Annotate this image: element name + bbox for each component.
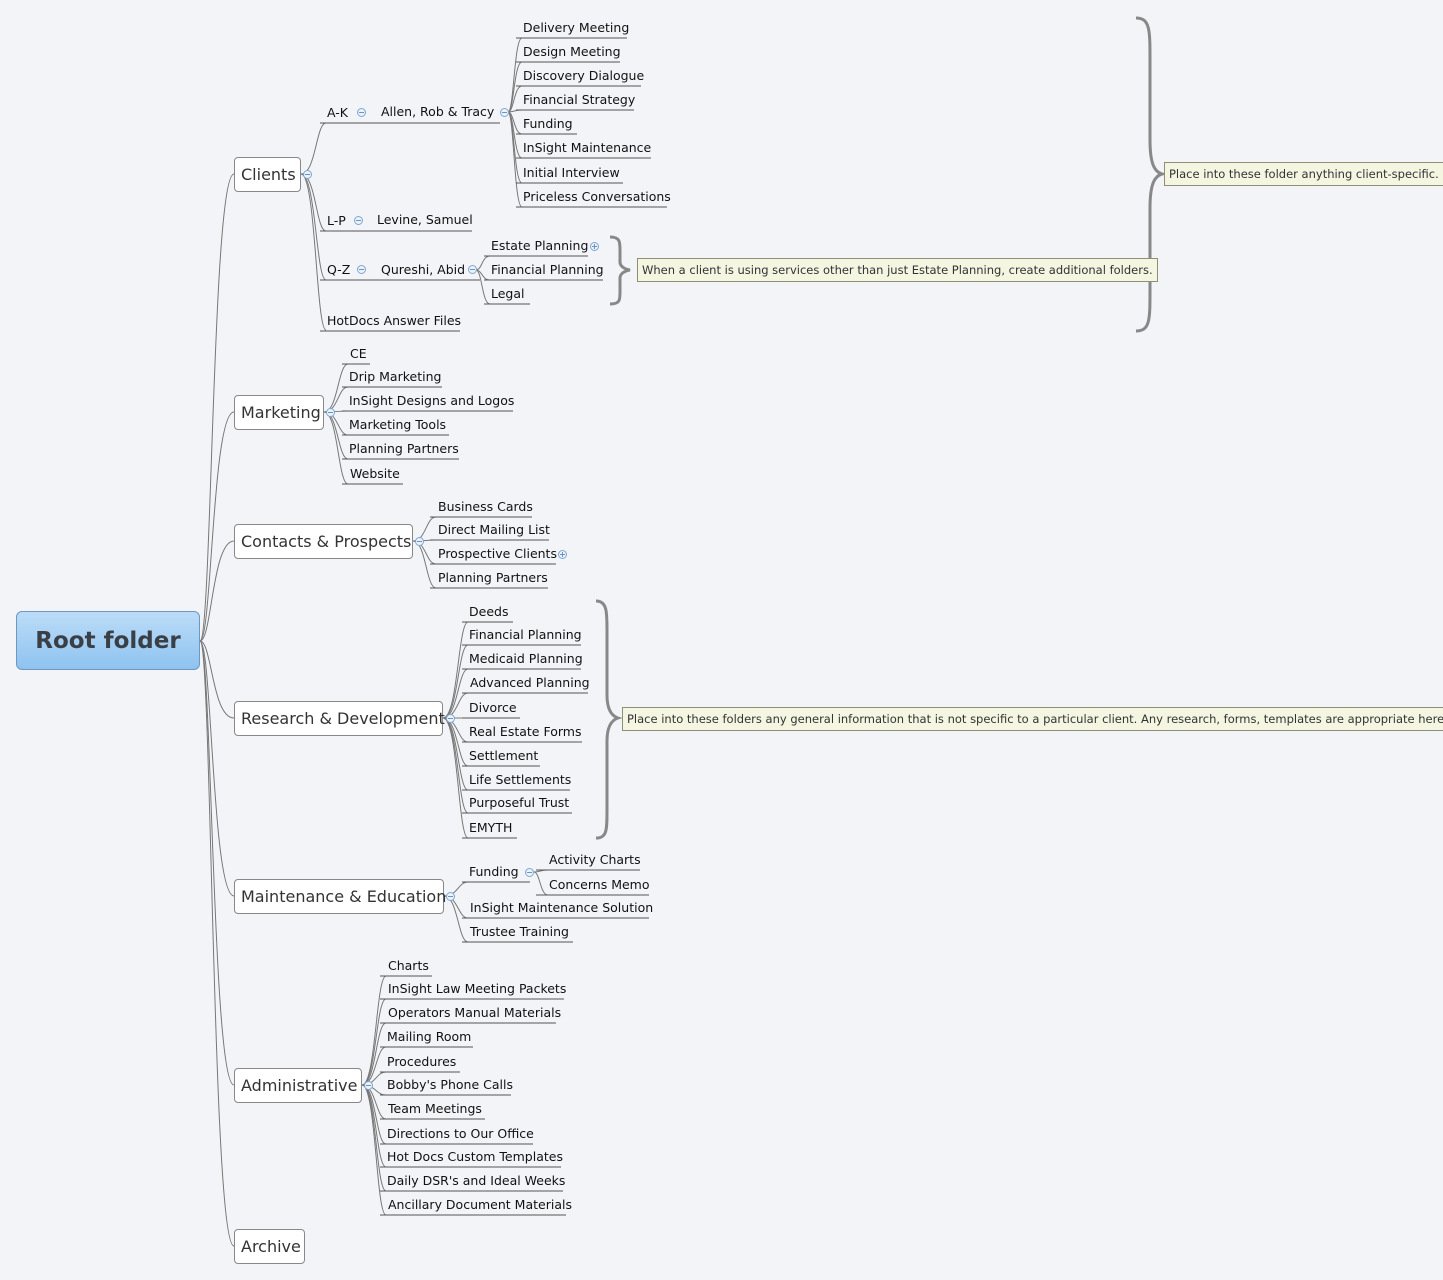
- list-item[interactable]: Planning Partners: [349, 441, 459, 456]
- hotdocs-answer-files[interactable]: HotDocs Answer Files: [327, 313, 462, 328]
- list-item[interactable]: Initial Interview: [523, 165, 620, 180]
- list-item[interactable]: Priceless Conversations: [523, 189, 671, 204]
- list-item[interactable]: Direct Mailing List: [438, 522, 550, 537]
- note-client-specific: Place into these folder anything client-…: [1164, 162, 1443, 186]
- collapse-icon[interactable]: [303, 170, 312, 179]
- list-item[interactable]: Purposeful Trust: [469, 795, 570, 810]
- list-item[interactable]: Hot Docs Custom Templates: [387, 1149, 563, 1164]
- collapse-icon[interactable]: [525, 868, 534, 877]
- list-item[interactable]: Estate Planning: [491, 238, 589, 253]
- list-item[interactable]: Life Settlements: [469, 772, 572, 787]
- list-item[interactable]: Deeds: [469, 604, 509, 619]
- topic-contacts-prospects[interactable]: Contacts & Prospects: [234, 524, 413, 559]
- collapse-icon[interactable]: [357, 265, 366, 274]
- list-item[interactable]: Medicaid Planning: [469, 651, 583, 666]
- collapse-icon[interactable]: [500, 108, 509, 117]
- topic-archive[interactable]: Archive: [234, 1229, 305, 1264]
- list-item[interactable]: Advanced Planning: [470, 675, 590, 690]
- group-a-k[interactable]: A-K: [327, 105, 348, 120]
- list-item[interactable]: CE: [350, 346, 367, 361]
- topic-funding[interactable]: Funding: [469, 864, 519, 879]
- collapse-icon[interactable]: [357, 108, 366, 117]
- expand-icon[interactable]: [590, 242, 599, 251]
- list-item[interactable]: InSight Maintenance Solution: [470, 900, 654, 915]
- list-item[interactable]: Mailing Room: [387, 1029, 472, 1044]
- list-item[interactable]: InSight Law Meeting Packets: [388, 981, 567, 996]
- list-item[interactable]: Drip Marketing: [349, 369, 442, 384]
- list-item[interactable]: EMYTH: [469, 820, 513, 835]
- client-allen[interactable]: Allen, Rob & Tracy: [381, 104, 495, 119]
- list-item[interactable]: Directions to Our Office: [387, 1126, 534, 1141]
- topic-marketing[interactable]: Marketing: [234, 395, 324, 430]
- collapse-icon[interactable]: [364, 1081, 373, 1090]
- list-item[interactable]: Activity Charts: [549, 852, 641, 867]
- list-item[interactable]: Legal: [491, 286, 525, 301]
- list-item[interactable]: Real Estate Forms: [469, 724, 582, 739]
- collapse-icon[interactable]: [468, 265, 477, 274]
- list-item[interactable]: Concerns Memo: [549, 877, 650, 892]
- list-item[interactable]: Marketing Tools: [349, 417, 447, 432]
- list-item[interactable]: Divorce: [469, 700, 517, 715]
- list-item[interactable]: Funding: [523, 116, 573, 131]
- list-item[interactable]: Ancillary Document Materials: [388, 1197, 572, 1212]
- list-item[interactable]: Team Meetings: [388, 1101, 482, 1116]
- list-item[interactable]: Financial Strategy: [523, 92, 636, 107]
- list-item[interactable]: Business Cards: [438, 499, 533, 514]
- list-item[interactable]: Discovery Dialogue: [523, 68, 645, 83]
- list-item[interactable]: Daily DSR's and Ideal Weeks: [387, 1173, 566, 1188]
- list-item[interactable]: Planning Partners: [438, 570, 548, 585]
- list-item[interactable]: Trustee Training: [470, 924, 569, 939]
- list-item[interactable]: InSight Maintenance: [523, 140, 652, 155]
- list-item[interactable]: Operators Manual Materials: [388, 1005, 562, 1020]
- expand-icon[interactable]: [558, 550, 567, 559]
- list-item[interactable]: Financial Planning: [469, 627, 582, 642]
- group-l-p[interactable]: L-P: [327, 213, 346, 228]
- list-item[interactable]: InSight Designs and Logos: [349, 393, 515, 408]
- topic-maintenance-education[interactable]: Maintenance & Education: [234, 879, 446, 914]
- list-item[interactable]: Prospective Clients: [438, 546, 557, 561]
- collapse-icon[interactable]: [415, 537, 424, 546]
- collapse-icon[interactable]: [326, 408, 335, 417]
- list-item[interactable]: Charts: [388, 958, 429, 973]
- client-qureshi[interactable]: Qureshi, Abid: [381, 262, 466, 277]
- collapse-icon[interactable]: [446, 892, 455, 901]
- list-item[interactable]: Design Meeting: [523, 44, 621, 59]
- client-levine[interactable]: Levine, Samuel: [377, 212, 473, 227]
- list-item[interactable]: Settlement: [469, 748, 539, 763]
- list-item[interactable]: Bobby's Phone Calls: [387, 1077, 513, 1092]
- topic-administrative[interactable]: Administrative: [234, 1068, 362, 1103]
- group-q-z[interactable]: Q-Z: [327, 262, 351, 277]
- list-item[interactable]: Procedures: [387, 1054, 457, 1069]
- list-item[interactable]: Website: [350, 466, 400, 481]
- list-item[interactable]: Delivery Meeting: [523, 20, 630, 35]
- note-additional-services: When a client is using services other th…: [637, 258, 1158, 282]
- note-general-information: Place into these folders any general inf…: [622, 707, 1443, 731]
- collapse-icon[interactable]: [446, 714, 455, 723]
- topic-research-development[interactable]: Research & Development: [234, 701, 445, 736]
- list-item[interactable]: Financial Planning: [491, 262, 604, 277]
- topic-clients[interactable]: Clients: [234, 157, 301, 192]
- root-topic[interactable]: Root folder: [16, 611, 200, 670]
- collapse-icon[interactable]: [354, 216, 363, 225]
